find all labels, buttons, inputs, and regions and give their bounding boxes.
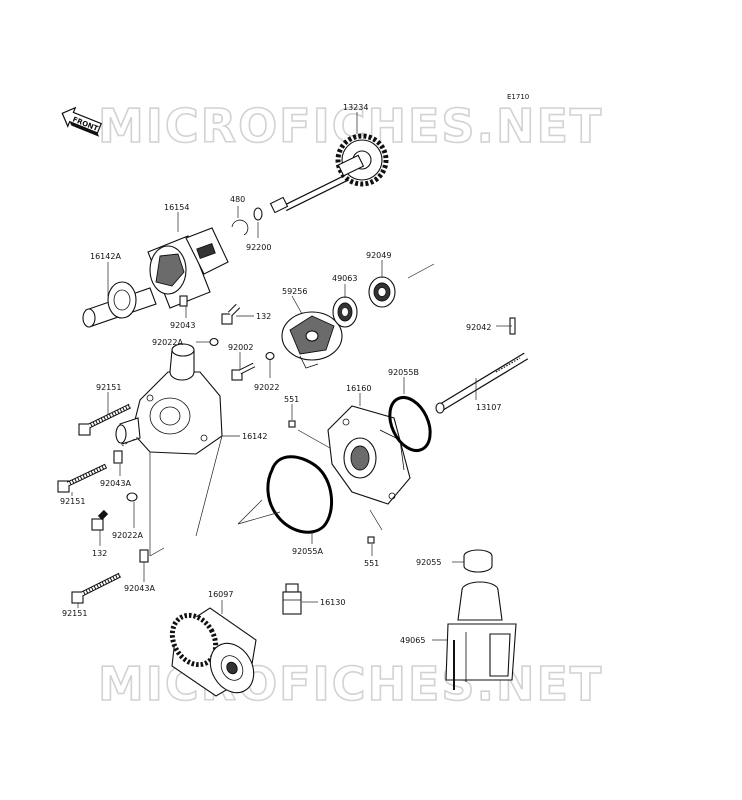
washer-92022 <box>265 351 275 361</box>
label-92022: 92022 <box>254 383 279 392</box>
label-16097: 16097 <box>208 590 233 599</box>
impeller-59256 <box>281 311 343 369</box>
pump-shaft-gear-13234 <box>269 133 389 214</box>
bolt-132-top <box>221 303 241 325</box>
pump-cover-16160 <box>327 405 411 505</box>
bolt-92151-mid <box>57 463 108 493</box>
rotor-assembly-16154 <box>147 227 229 309</box>
pump-body-16142 <box>115 343 223 455</box>
label-49065: 49065 <box>400 636 425 645</box>
cap-92055 <box>463 549 493 573</box>
circlip-480 <box>231 219 249 236</box>
label-13234: 13234 <box>343 103 368 112</box>
label-92151-top: 92151 <box>96 383 121 392</box>
bearing-92049 <box>368 276 396 308</box>
label-92043A-top: 92043A <box>100 479 131 488</box>
label-92022A-top: 92022A <box>152 338 183 347</box>
bolt-132-bot <box>91 509 109 531</box>
label-551-top: 551 <box>284 395 299 404</box>
label-16142A: 16142A <box>90 252 121 261</box>
label-92151-bot: 92151 <box>62 609 87 618</box>
diagram-code: E1710 <box>507 93 529 101</box>
label-13107: 13107 <box>476 403 501 412</box>
fitting-16130 <box>282 583 302 615</box>
label-49063: 49063 <box>332 274 357 283</box>
pin-551-bot <box>367 536 375 544</box>
label-92055A: 92055A <box>292 547 323 556</box>
label-92022A-bot: 92022A <box>112 531 143 540</box>
label-132-bot: 132 <box>92 549 107 558</box>
pin-92043A-bot <box>139 549 149 563</box>
bolt-92151-bot <box>71 572 122 604</box>
pin-92043A-top <box>113 450 123 464</box>
washer-92022A-bot <box>126 492 138 502</box>
washer-92200 <box>253 207 263 221</box>
label-92049: 92049 <box>366 251 391 260</box>
label-92043A-bot: 92043A <box>124 584 155 593</box>
label-132-top: 132 <box>256 312 271 321</box>
label-92042: 92042 <box>466 323 491 332</box>
part-labels: 13234 480 92200 16154 16142A 92043 132 5… <box>60 103 501 645</box>
label-92002: 92002 <box>228 343 253 352</box>
label-16154: 16154 <box>164 203 189 212</box>
label-92151-mid: 92151 <box>60 497 85 506</box>
oil-filter-16097 <box>169 607 257 697</box>
mechanical-seal-49063 <box>332 296 358 328</box>
label-92200: 92200 <box>246 243 271 252</box>
leader-lines <box>71 112 512 641</box>
label-92043: 92043 <box>170 321 195 330</box>
label-92055B: 92055B <box>388 368 419 377</box>
label-16130: 16130 <box>320 598 345 607</box>
label-92055: 92055 <box>416 558 441 567</box>
bolt-92151-top <box>78 403 132 436</box>
pump-shaft-16142A <box>82 281 157 328</box>
bolt-92002 <box>231 362 256 381</box>
o-ring-92055B <box>388 396 432 452</box>
label-16142: 16142 <box>242 432 267 441</box>
label-16160: 16160 <box>346 384 371 393</box>
label-551-bot: 551 <box>364 559 379 568</box>
o-ring-92055A <box>266 455 334 534</box>
oil-strainer-49065 <box>445 581 517 690</box>
label-480: 480 <box>230 195 245 204</box>
pin-551-top <box>288 420 296 428</box>
shaft-13107 <box>435 352 529 414</box>
washer-92022A-top <box>209 337 219 347</box>
pin-92043 <box>179 295 188 307</box>
label-59256: 59256 <box>282 287 307 296</box>
